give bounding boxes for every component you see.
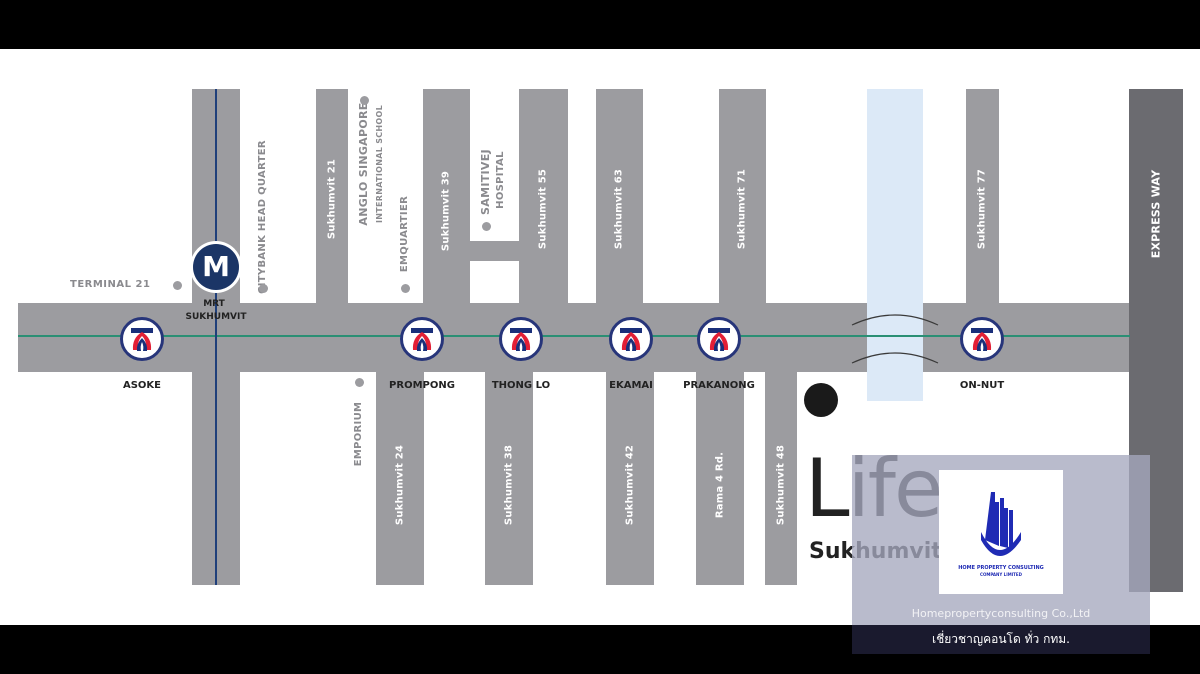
soi-38-label: Sukhumvit 38 [503, 444, 515, 526]
rama4-road [696, 372, 744, 585]
soi-24-label: Sukhumvit 24 [394, 444, 406, 526]
tagline-bar: เชี่ยวชาญคอนโด ทั่ว กทม. [852, 625, 1150, 654]
soi-77-label: Sukhumvit 77 [976, 168, 988, 250]
mrt-line [215, 89, 217, 585]
anglo-label-line2: INTERNATIONAL SCHOOL [375, 104, 384, 224]
emquartier-marker [401, 284, 410, 293]
soi-42-road [606, 372, 654, 585]
station-phrom-phong-label: PROMPONG [389, 380, 455, 391]
emporium-label: EMPORIUM [353, 401, 364, 467]
soi-77-road [966, 89, 999, 303]
citybank-label: CITYBANK HEAD QUARTER [257, 140, 268, 294]
bts-on-nut-icon [960, 317, 1004, 361]
building-logo-icon [981, 492, 1021, 556]
soi-21-road [316, 89, 348, 303]
bts-phrom-phong-icon [400, 317, 444, 361]
bts-phra-khanong-icon [697, 317, 741, 361]
soi-71-road [719, 89, 766, 303]
samitivej-label-line2: HOSPITAL [495, 151, 506, 209]
station-thong-lo-label: THONG LO [491, 380, 551, 391]
emquartier-label: EMQUARTIER [399, 195, 410, 273]
mrt-m-icon: M [193, 244, 239, 290]
project-location-marker [804, 383, 838, 417]
expressway-label: EXPRESS WAY [1149, 169, 1163, 259]
soi-48-road [765, 372, 797, 585]
station-asoke-label: ASOKE [122, 380, 162, 391]
soi-42-label: Sukhumvit 42 [624, 444, 636, 526]
soi-38-road [485, 372, 533, 585]
soi-39-label: Sukhumvit 39 [440, 170, 452, 252]
soi-48-label: Sukhumvit 48 [775, 444, 787, 526]
soi-39-road [423, 89, 470, 303]
anglo-marker [360, 96, 369, 105]
company-caption-line1: HOME PROPERTY CONSULTING [958, 565, 1044, 571]
soi-55-road [519, 89, 568, 303]
bts-ekamai-icon [609, 317, 653, 361]
bts-line [18, 335, 1130, 337]
company-name: Homepropertyconsulting Co.,Ltd [911, 607, 1091, 620]
anglo-label-line1: ANGLO SINGAPORE [357, 102, 370, 226]
soi-55-label: Sukhumvit 55 [537, 168, 549, 250]
soi-71-label: Sukhumvit 71 [736, 168, 748, 250]
station-ekamai-label: EKAMAI [609, 380, 653, 391]
watermark-panel: HOME PROPERTY CONSULTING COMPANY LIMITED… [852, 455, 1150, 654]
soi-39-connector [470, 241, 519, 261]
samitivej-marker [482, 222, 491, 231]
station-phra-khanong-label: PRAKANONG [683, 380, 755, 391]
tagline-text: เชี่ยวชาญคอนโด ทั่ว กทม. [932, 632, 1070, 646]
soi-63-label: Sukhumvit 63 [613, 168, 625, 250]
emporium-marker [355, 378, 364, 387]
bts-thong-lo-icon [499, 317, 543, 361]
bts-asoke-icon [120, 317, 164, 361]
soi-24-road [376, 372, 424, 585]
rama4-label: Rama 4 Rd. [714, 451, 726, 519]
canal [867, 89, 923, 401]
mrt-badge: M [190, 241, 242, 293]
station-on-nut-label: ON-NUT [959, 380, 1005, 391]
mrt-label-line1: MRT [203, 299, 225, 309]
samitivej-label-line1: SAMITIVEJ [479, 149, 492, 215]
company-caption-line2: COMPANY LIMITED [980, 572, 1022, 577]
company-logo-card: HOME PROPERTY CONSULTING COMPANY LIMITED [939, 470, 1063, 594]
terminal21-label: TERMINAL 21 [70, 279, 151, 290]
soi-63-road [596, 89, 643, 303]
mrt-label-line2: SUKHUMVIT [185, 312, 247, 322]
terminal21-marker [173, 281, 182, 290]
citybank-marker [259, 284, 268, 293]
soi-21-label: Sukhumvit 21 [326, 158, 338, 240]
